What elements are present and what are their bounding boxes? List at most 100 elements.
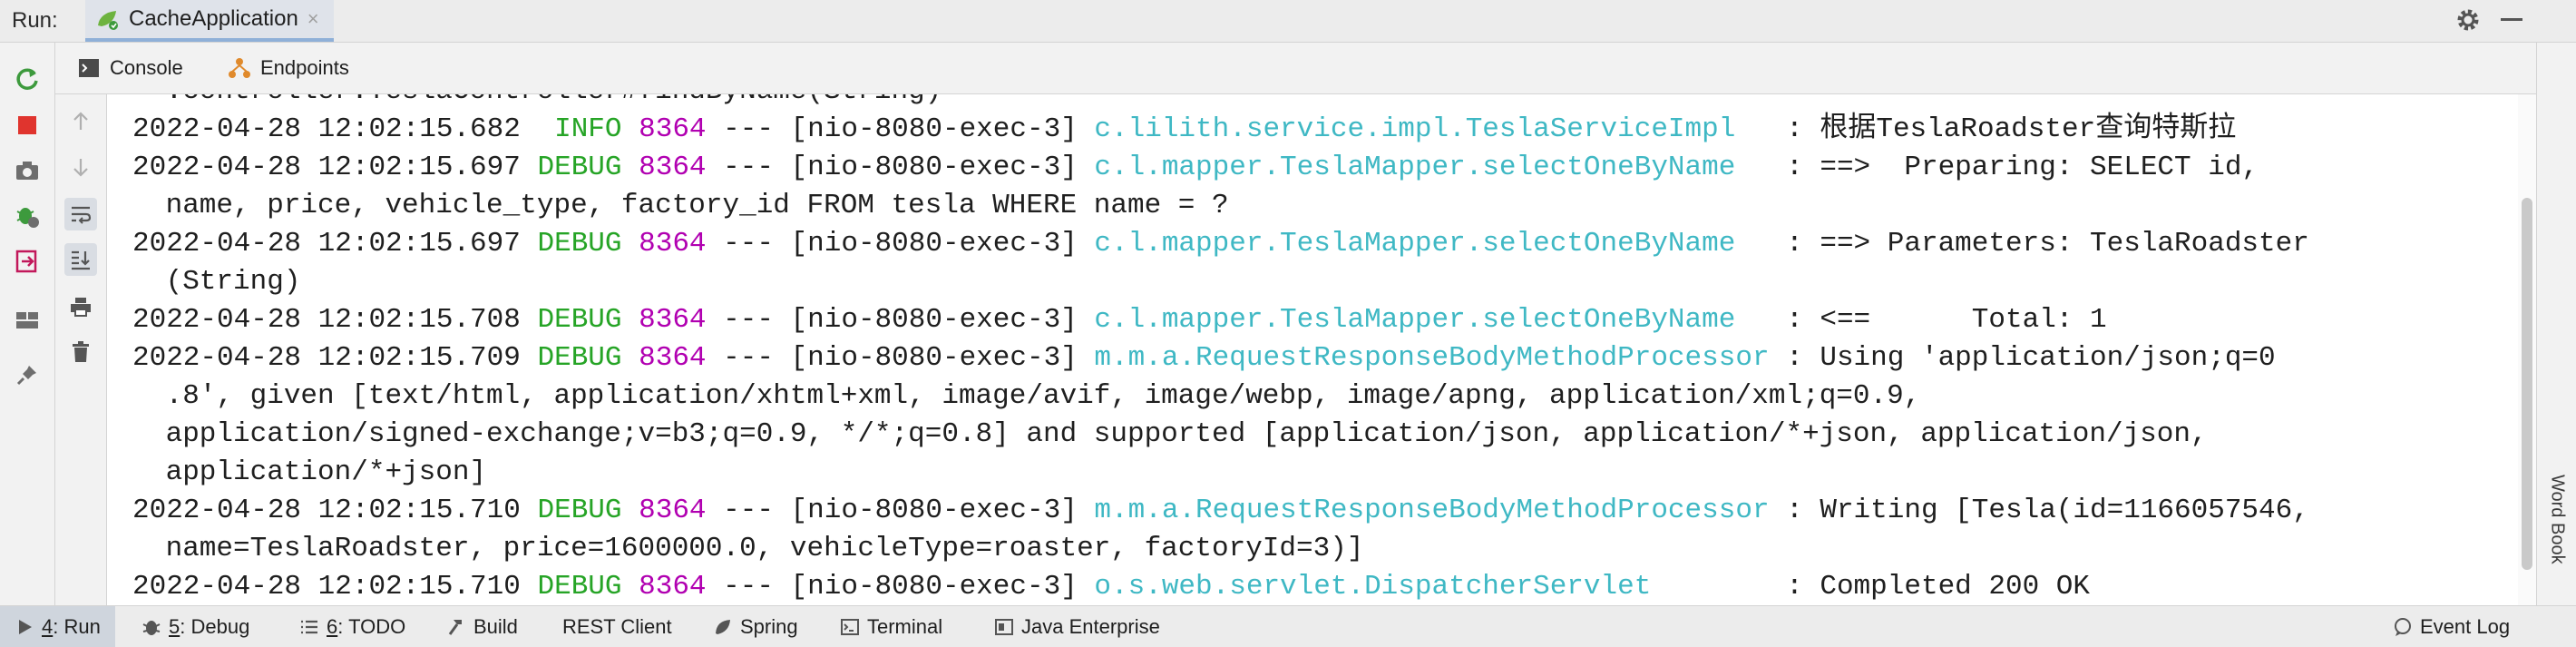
tool-terminal-label: Terminal bbox=[867, 614, 943, 638]
tool-rest-client[interactable]: REST Client bbox=[562, 606, 672, 647]
log-timestamp: 2022-04-28 12:02:15.697 bbox=[132, 228, 521, 260]
tool-spring-label: Spring bbox=[740, 614, 798, 638]
log-message: : Writing [Tesla(id=1166057546, bbox=[1769, 495, 2309, 526]
scrollbar-thumb[interactable] bbox=[2522, 198, 2532, 570]
log-continuation-line: .8', given [text/html, application/xhtml… bbox=[149, 380, 1921, 412]
tool-run-number: 4 bbox=[42, 614, 54, 638]
console-output[interactable]: .controller.TeslaController#findByName(S… bbox=[107, 94, 2518, 605]
log-separator: --- bbox=[706, 304, 791, 336]
log-logger[interactable]: o.s.web.servlet.DispatcherServlet bbox=[1094, 571, 1770, 603]
scroll-up-button[interactable] bbox=[64, 105, 97, 138]
log-line: 2022-04-28 12:02:15.708 DEBUG 8364 --- [… bbox=[132, 301, 2107, 339]
layout-button[interactable] bbox=[13, 306, 42, 335]
dump-threads-button[interactable] bbox=[13, 156, 42, 185]
tool-event-log-label: Event Log bbox=[2420, 614, 2511, 638]
tool-build-label: Build bbox=[473, 614, 518, 638]
log-space bbox=[521, 342, 538, 374]
scroll-down-button[interactable] bbox=[64, 151, 97, 183]
log-space bbox=[622, 495, 639, 526]
log-pid: 8364 bbox=[639, 495, 707, 526]
tool-terminal[interactable]: Terminal bbox=[840, 606, 942, 647]
console-scrollbar[interactable] bbox=[2518, 94, 2536, 605]
scroll-to-end-button[interactable] bbox=[64, 243, 97, 276]
log-level: DEBUG bbox=[537, 495, 622, 526]
tool-debug-label: : Debug bbox=[180, 614, 250, 638]
tab-console[interactable]: Console bbox=[77, 43, 183, 93]
stop-button[interactable] bbox=[13, 111, 42, 140]
soft-wrap-button[interactable] bbox=[64, 198, 97, 230]
list-icon bbox=[301, 620, 317, 633]
exit-button[interactable] bbox=[13, 247, 42, 276]
log-logger[interactable]: c.l.mapper.TeslaMapper.selectOneByName bbox=[1094, 228, 1770, 260]
exit-icon bbox=[15, 250, 37, 273]
bug-gear-icon bbox=[16, 208, 39, 228]
run-tool-window-header: Run: CacheApplication × bbox=[0, 0, 2576, 43]
log-logger[interactable]: m.m.a.RequestResponseBodyMethodProcessor bbox=[1094, 495, 1770, 526]
rerun-button[interactable] bbox=[13, 64, 42, 93]
log-space bbox=[521, 228, 538, 260]
tool-java-enterprise-label: Java Enterprise bbox=[1021, 614, 1160, 638]
tool-debug-number: 5 bbox=[169, 614, 181, 638]
log-logger[interactable]: m.m.a.RequestResponseBodyMethodProcessor bbox=[1094, 342, 1770, 374]
tool-tabs-bar: Console Endpoints bbox=[55, 43, 2576, 94]
tab-endpoints[interactable]: Endpoints bbox=[228, 43, 349, 93]
log-separator: --- bbox=[706, 571, 791, 603]
tool-debug[interactable]: 5: Debug bbox=[141, 606, 249, 647]
tool-java-enterprise[interactable]: Java Enterprise bbox=[994, 606, 1160, 647]
pin-icon bbox=[16, 366, 36, 386]
log-line: 2022-04-28 12:02:15.709 DEBUG 8364 --- [… bbox=[132, 339, 2276, 377]
log-space bbox=[622, 113, 639, 145]
log-logger[interactable]: c.l.mapper.TeslaMapper.selectOneByName bbox=[1094, 152, 1770, 183]
log-line: 2022-04-28 12:02:15.710 DEBUG 8364 --- [… bbox=[132, 492, 2309, 530]
close-icon[interactable]: × bbox=[307, 7, 319, 30]
hammer-icon bbox=[448, 619, 462, 635]
log-logger[interactable]: c.lilith.service.impl.TeslaServiceImpl bbox=[1094, 113, 1770, 145]
log-continuation-line: (String) bbox=[149, 266, 301, 298]
gear-icon[interactable] bbox=[2454, 5, 2483, 34]
log-level: DEBUG bbox=[537, 571, 622, 603]
tab-console-label: Console bbox=[110, 56, 183, 79]
log-space bbox=[1078, 152, 1095, 183]
log-line: 2022-04-28 12:02:15.697 DEBUG 8364 --- [… bbox=[132, 225, 2309, 263]
stop-icon bbox=[18, 116, 36, 134]
layout-icon bbox=[16, 312, 38, 328]
log-pid: 8364 bbox=[639, 152, 707, 183]
log-timestamp: 2022-04-28 12:02:15.697 bbox=[132, 152, 521, 183]
spring-leaf-icon bbox=[716, 619, 730, 634]
run-config-title: CacheApplication bbox=[129, 6, 298, 31]
log-thread: [nio-8080-exec-3] bbox=[790, 304, 1078, 336]
run-label: Run: bbox=[12, 8, 58, 33]
trash-icon bbox=[73, 341, 89, 362]
log-pid: 8364 bbox=[639, 228, 707, 260]
debug-settings-button[interactable] bbox=[13, 201, 42, 230]
log-space bbox=[1078, 304, 1095, 336]
log-line: 2022-04-28 12:02:15.710 DEBUG 8364 --- [… bbox=[132, 568, 2090, 605]
tool-event-log[interactable]: Event Log bbox=[2393, 606, 2510, 647]
tool-build[interactable]: Build bbox=[446, 606, 518, 647]
log-space bbox=[521, 495, 538, 526]
log-timestamp: 2022-04-28 12:02:15.710 bbox=[132, 495, 521, 526]
log-space bbox=[521, 152, 538, 183]
soft-wrap-icon bbox=[72, 206, 92, 224]
tool-run[interactable]: 4: Run bbox=[0, 606, 115, 647]
log-pid: 8364 bbox=[639, 342, 707, 374]
pin-tab-button[interactable] bbox=[13, 360, 42, 389]
print-button[interactable] bbox=[64, 290, 97, 323]
log-continuation-line: name, price, vehicle_type, factory_id FR… bbox=[149, 190, 1229, 221]
console-gutter-toolbar bbox=[55, 94, 107, 605]
bug-icon bbox=[142, 620, 161, 635]
log-message: : Using 'application/json;q=0 bbox=[1769, 342, 2276, 374]
right-tool-strip: Word Book bbox=[2536, 43, 2576, 605]
clear-all-button[interactable] bbox=[64, 336, 97, 368]
log-separator: --- bbox=[706, 342, 791, 374]
log-timestamp: 2022-04-28 12:02:15.708 bbox=[132, 304, 521, 336]
log-message: : Completed 200 OK bbox=[1769, 571, 2091, 603]
log-space bbox=[1078, 113, 1095, 145]
log-timestamp: 2022-04-28 12:02:15.682 bbox=[132, 113, 521, 145]
tool-spring[interactable]: Spring bbox=[713, 606, 798, 647]
word-book-tab[interactable]: Word Book bbox=[2542, 451, 2571, 587]
log-logger[interactable]: c.l.mapper.TeslaMapper.selectOneByName bbox=[1094, 304, 1770, 336]
run-config-tab[interactable]: CacheApplication × bbox=[85, 0, 334, 42]
minimize-icon[interactable] bbox=[2501, 18, 2522, 21]
tool-todo[interactable]: 6: TODO bbox=[299, 606, 405, 647]
